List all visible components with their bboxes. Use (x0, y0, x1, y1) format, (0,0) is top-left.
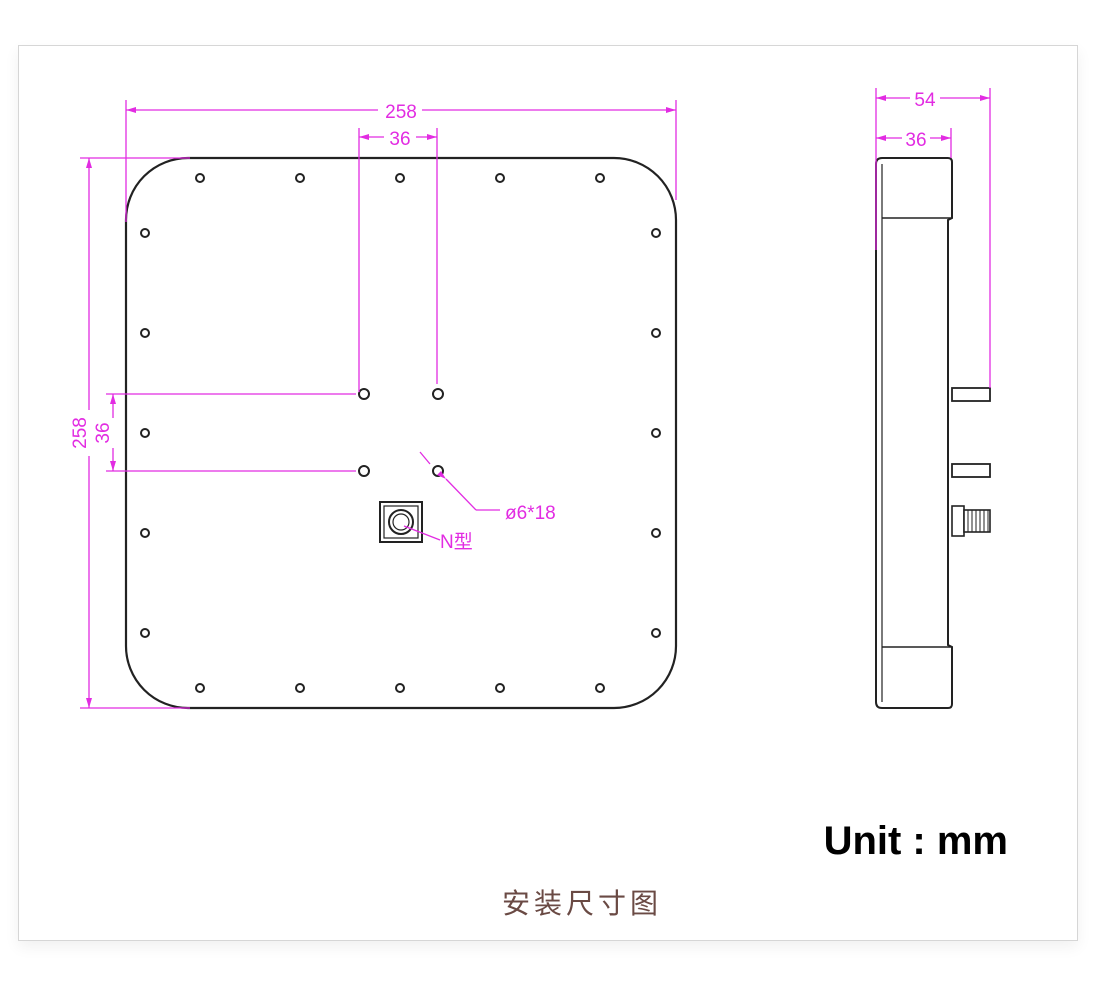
caption: 安装尺寸图 (502, 887, 662, 920)
screw-hole (495, 683, 505, 693)
perimeter-holes (140, 173, 661, 693)
connector-note-leader (403, 525, 441, 541)
screw-hole (651, 228, 661, 238)
screw-hole (295, 173, 305, 183)
screw-hole (395, 683, 405, 693)
n-connector (379, 501, 423, 543)
side-body-outline (875, 157, 953, 709)
screw-hole (140, 328, 150, 338)
connector-note-label: N型 (440, 531, 473, 553)
body-depth-label: 36 (905, 130, 926, 151)
mounting-hole (358, 465, 370, 477)
hole-note-leader (419, 451, 500, 511)
hole-spacing-h-label: 36 (389, 129, 410, 150)
mounting-stud (951, 387, 991, 402)
side-connector (951, 505, 991, 537)
unit-label: Unit : mm (824, 819, 1008, 863)
width-dimension (125, 100, 677, 222)
height-dimension (80, 157, 190, 709)
screw-hole (395, 173, 405, 183)
screw-hole (140, 628, 150, 638)
screw-hole (595, 683, 605, 693)
screw-hole (651, 428, 661, 438)
panel-outline (124, 156, 678, 710)
height-dimension-label: 258 (70, 417, 91, 449)
mounting-holes (358, 388, 444, 477)
hole-spacing-v-label: 36 (93, 422, 114, 443)
mounting-stud (951, 463, 991, 478)
hole-spacing-h-dimension (358, 128, 438, 392)
side-view: 54 36 (875, 88, 991, 709)
screw-hole (140, 528, 150, 538)
screw-hole (140, 428, 150, 438)
front-view: 258 36 258 36 (70, 100, 678, 710)
hole-note-label: ø6*18 (505, 503, 556, 524)
screw-hole (651, 528, 661, 538)
screw-hole (295, 683, 305, 693)
depth-dimension-label: 54 (914, 90, 936, 111)
screw-hole (651, 328, 661, 338)
mounting-hole (358, 388, 370, 400)
body-depth-dimension (876, 128, 952, 158)
screw-hole (595, 173, 605, 183)
screw-hole (140, 228, 150, 238)
depth-dimension (875, 88, 991, 388)
hole-spacing-v-dimension (106, 393, 356, 472)
screw-hole (195, 683, 205, 693)
mounting-hole (432, 388, 444, 400)
screw-hole (651, 628, 661, 638)
width-dimension-label: 258 (385, 102, 417, 123)
screw-hole (495, 173, 505, 183)
screw-hole (195, 173, 205, 183)
